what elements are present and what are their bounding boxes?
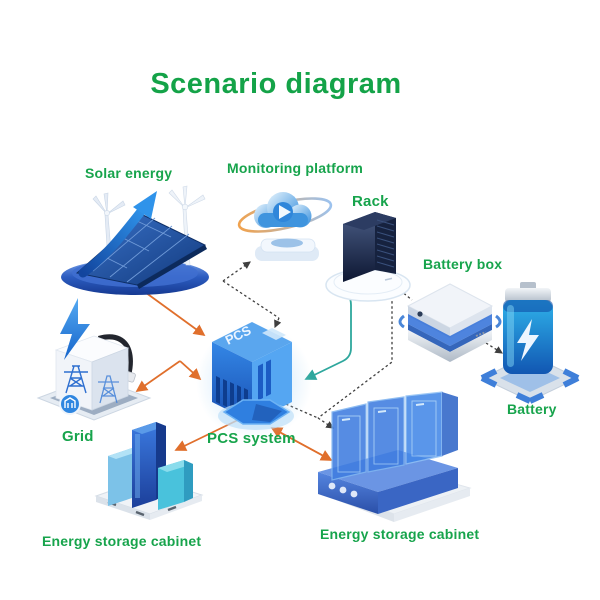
label-monitoring-platform: Monitoring platform [227,160,364,176]
cabinet-doors [331,391,458,481]
cabinet-left-illustration [94,422,204,520]
battery-box-port [417,311,423,317]
cloud-icon [254,192,312,228]
battery-box-glass-layer2 [408,324,492,352]
rack-illustration [325,212,411,302]
label-solar-energy: Solar energy [85,165,173,181]
arrow-solar-to-pcs [137,286,206,337]
monitoring-platform-illustration [237,192,333,261]
label-cabinet-right: Energy storage cabinet [320,526,480,542]
server-tower-icon [343,212,396,282]
arrow-pcs-to-monitoring [222,261,251,282]
grid-cube [54,335,130,411]
pcs-illustration: PCS [196,322,312,440]
battery-box-handle-right [495,314,502,329]
solar-energy-illustration [61,185,209,295]
lightning-icon [517,319,539,361]
cabinet-tower-icon [158,460,193,510]
battery-box-illustration [398,283,502,362]
growth-arrow-icon [78,191,157,278]
label-battery: Battery [507,401,557,417]
arrow-battery-box-to-battery [485,342,503,354]
arrow-rack-to-pcs [304,286,352,380]
battery-box-vents [475,331,487,337]
label-cabinet-left: Energy storage cabinet [42,533,202,549]
label-rack: Rack [352,193,389,210]
battery-illustration [480,282,580,404]
arrow-monitoring-to-pcs [274,317,282,329]
lightning-icon [60,298,90,360]
battery-box-handle-left [398,314,405,329]
battery-cell-icon [503,282,553,374]
grid-illustration [36,298,152,421]
grid-badge-icon [59,393,81,415]
label-battery-box: Battery box [423,256,503,272]
rack-platform [325,268,411,302]
label-pcs-system: PCS system [207,430,296,447]
label-grid: Grid [62,428,94,445]
pcs-hexagon-base [218,399,294,430]
cabinet-right-illustration [318,391,472,522]
battery-box-right [450,306,492,338]
pylon-icon [64,365,88,394]
battery-box-base [408,330,492,362]
white-base-side2 [394,488,470,522]
link-monitoring-pcs-mid [222,280,280,319]
play-icon [279,205,291,219]
link-pcs-cabinet-right [271,397,319,419]
monitoring-base-shadow [271,238,303,248]
grid-cable [98,334,133,376]
link-rack-cabinet-right [317,296,393,419]
arrow-pcs-to-grid [135,360,181,393]
solar-panel-icon [75,214,207,289]
battery-box-glass-layer [408,314,492,346]
page-title: Scenario diagram [150,68,402,100]
arrow-cabinet-right-to-pcs [270,427,332,461]
pylon-icon [98,375,119,404]
arrow-to-cabinet-right [317,417,334,429]
